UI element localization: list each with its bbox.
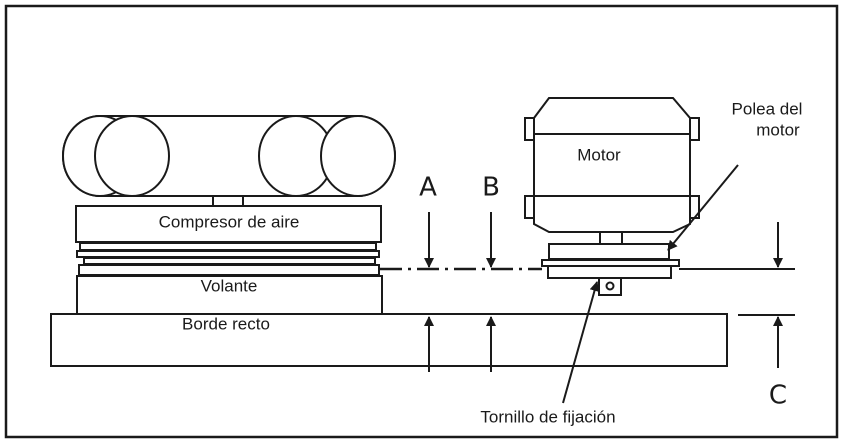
motor-shaft — [599, 231, 623, 245]
motor-mount-tr — [689, 117, 700, 141]
motor-housing — [533, 97, 691, 233]
leader-motor-pulley — [667, 164, 739, 251]
label-point-c: C — [769, 381, 787, 411]
compressor-tank-right-end — [320, 115, 396, 197]
arrows — [424, 164, 783, 404]
flywheel-strip — [78, 264, 380, 276]
flywheel — [76, 275, 383, 315]
frame-border — [4, 4, 839, 439]
label-motor: Motor — [577, 145, 621, 164]
label-point-b: B — [482, 173, 500, 203]
label-flywheel: Volante — [201, 276, 258, 295]
motor-assembly — [524, 97, 700, 296]
label-point-a: A — [419, 173, 437, 203]
compressor-plate-2 — [76, 250, 380, 258]
flywheel-rim — [83, 257, 376, 265]
label-motor-pulley-line1: Polea del — [732, 99, 803, 118]
label-compressor: Compresor de aire — [159, 212, 300, 231]
label-motor-pulley-line2: motor — [756, 120, 800, 139]
label-straight-edge: Borde recto — [182, 314, 270, 333]
label-set-screw: Tornillo de fijación — [480, 407, 615, 426]
compressor-assembly — [62, 115, 396, 315]
compressor-tank-mid-left — [94, 115, 170, 197]
compressor-neck — [212, 195, 244, 207]
motor-mount-bl — [524, 195, 535, 219]
leader-set-screw — [562, 281, 600, 404]
straight-edge — [50, 313, 728, 367]
motor-pulley-bottom — [547, 265, 672, 279]
set-screw-icon — [605, 281, 615, 291]
motor-mount-tl — [524, 117, 535, 141]
motor-pulley-top — [548, 243, 670, 260]
compressor-plate-1 — [79, 242, 377, 251]
